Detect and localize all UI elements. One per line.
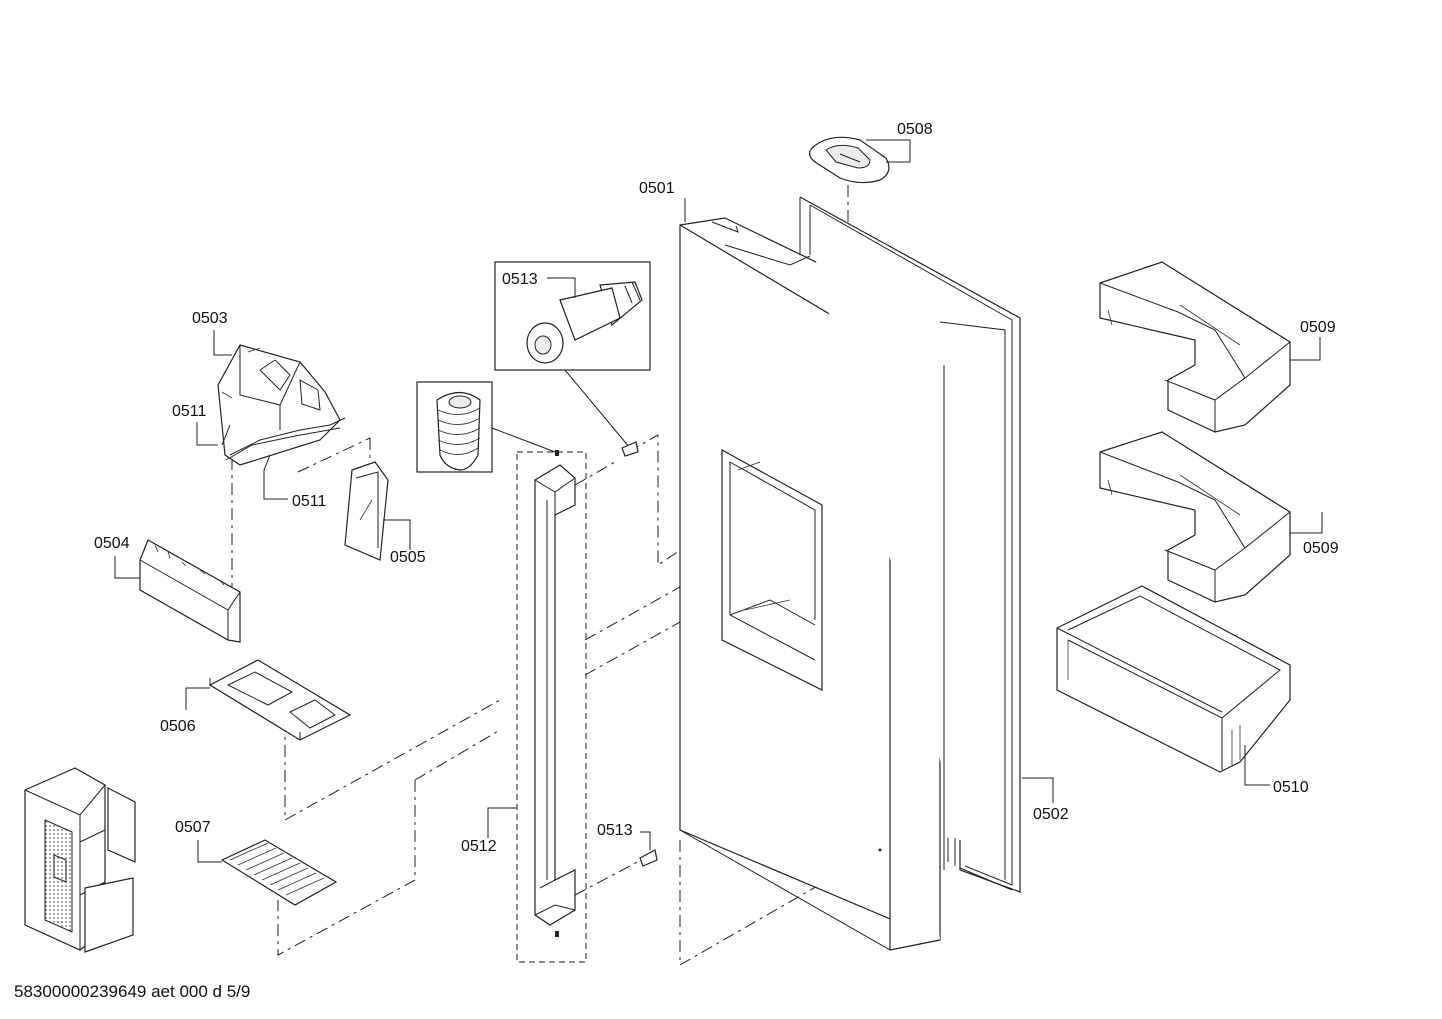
door-bin-lower-part[interactable] <box>1056 585 1291 773</box>
fridge-location-thumbnail <box>24 767 136 953</box>
drip-grille-part[interactable] <box>220 839 338 906</box>
dispenser-housing-part[interactable] <box>217 344 346 466</box>
label-0507: 0507 <box>175 819 211 836</box>
leader-lines <box>114 139 1323 863</box>
label-0512: 0512 <box>461 838 497 855</box>
mounting-bracket-part[interactable] <box>208 659 352 741</box>
document-code: 58300000239649 aet 000 d 5/9 <box>14 982 250 1001</box>
label-0508: 0508 <box>897 121 933 138</box>
label-0501: 0501 <box>639 180 675 197</box>
label-0511-bottom: 0511 <box>292 493 327 510</box>
label-0506: 0506 <box>160 718 196 735</box>
label-0511-top: 0511 <box>172 403 207 420</box>
label-0504: 0504 <box>94 535 130 552</box>
set-screw-inset <box>416 381 556 473</box>
door-shelf-middle-part[interactable] <box>1099 431 1291 603</box>
label-0509-top: 0509 <box>1300 319 1336 336</box>
control-panel-part[interactable] <box>139 539 241 643</box>
door-shelf-upper-part[interactable] <box>1099 261 1291 433</box>
bolt-detail-inset <box>494 261 651 449</box>
label-0503: 0503 <box>192 310 228 327</box>
label-0510: 0510 <box>1273 779 1309 796</box>
bolt-small-part[interactable] <box>621 441 658 867</box>
label-0509-bottom: 0509 <box>1303 540 1339 557</box>
label-0502: 0502 <box>1033 806 1069 823</box>
door-gasket-part[interactable] <box>799 196 1021 893</box>
grip-cap-part[interactable] <box>809 136 890 184</box>
label-0505: 0505 <box>390 549 426 566</box>
screw-part[interactable] <box>221 424 271 471</box>
label-0513-bottom: 0513 <box>597 822 633 839</box>
label-0513-top: 0513 <box>502 271 538 288</box>
door-handle-part[interactable] <box>516 450 587 963</box>
dispenser-flap-part[interactable] <box>344 461 389 561</box>
